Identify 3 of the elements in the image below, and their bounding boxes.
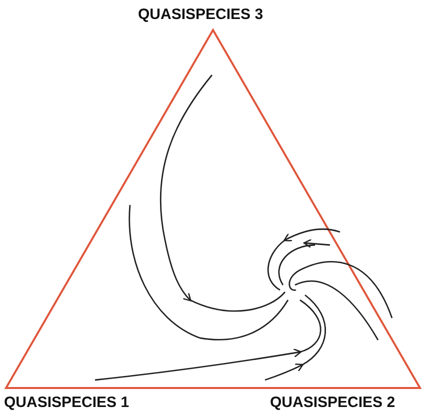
vertex-label: QUASISPECIES 2	[270, 394, 396, 411]
vertex-label: QUASISPECIES 1	[4, 394, 130, 411]
vertex-label: QUASISPECIES 3	[138, 6, 264, 23]
